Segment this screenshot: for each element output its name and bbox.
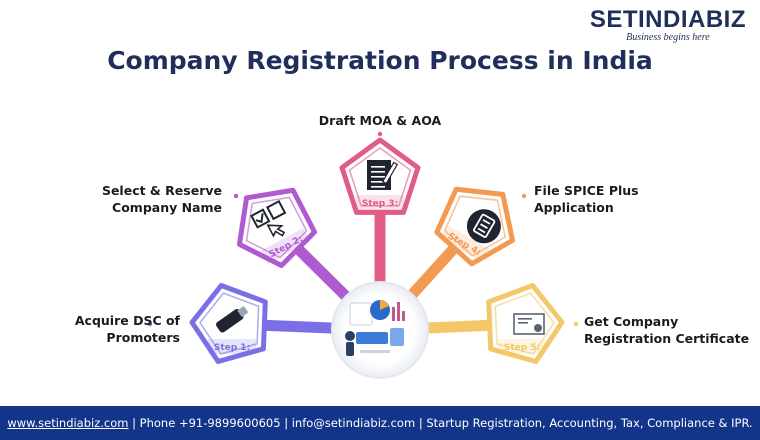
step-1-card: Step 1: [189, 283, 268, 364]
step-5-pointer [573, 321, 579, 327]
process-diagram: Step 1: Step 2: Step 3: Step 4: Step 5: [147, 131, 579, 379]
file-form-icon [466, 209, 501, 244]
footer-separator: | [418, 416, 427, 430]
footer-phone: Phone +91-9899600605 [139, 416, 281, 430]
contact-footer: www.setindiabiz.com | Phone +91-98996006… [0, 406, 760, 440]
email-link[interactable]: info@setindiabiz.com [291, 416, 416, 430]
step-3-description: Draft MOA & AOA [318, 113, 442, 128]
document-pen-icon [367, 160, 399, 190]
step-3-label: Step 3: [362, 199, 398, 209]
footer-services: Startup Registration, Accounting, Tax, C… [426, 416, 753, 430]
step-1-label: Step 1: [214, 343, 250, 353]
step-5-label: Step 5: [504, 343, 540, 353]
step-2-card: Step 2: [236, 187, 318, 268]
brand-tagline: Business begins here [626, 32, 710, 43]
step-2-pointer [233, 193, 239, 199]
step-3-card: Step 3: [339, 137, 421, 215]
page-title: Company Registration Process in India [107, 46, 653, 75]
step-4-pointer [521, 193, 527, 199]
step-3-pointer [377, 131, 383, 137]
checkbox-select-icon [250, 199, 287, 238]
step-5-description: Get Company Registration Certificate [584, 314, 750, 346]
step-5-card: Step 5: [486, 283, 565, 364]
footer-separator: | [284, 416, 292, 430]
brand-logo: SETINDIABIZ Business begins here [590, 6, 746, 43]
step-2-description: Select & Reserve Company Name [101, 183, 222, 215]
website-link[interactable]: www.setindiabiz.com [7, 416, 129, 430]
footer-separator: | [132, 416, 140, 430]
step-1-pointer [147, 321, 153, 327]
certificate-icon [513, 313, 545, 335]
step-4-card: Step 4: [434, 186, 516, 267]
brand-name: SETINDIABIZ [589, 6, 746, 33]
step-1-description: Acquire DSC of Promoters [74, 313, 180, 345]
business-analytics-icon [331, 281, 429, 379]
step-4-description: File SPICE Plus Application [534, 183, 639, 215]
usb-token-icon [215, 305, 249, 333]
